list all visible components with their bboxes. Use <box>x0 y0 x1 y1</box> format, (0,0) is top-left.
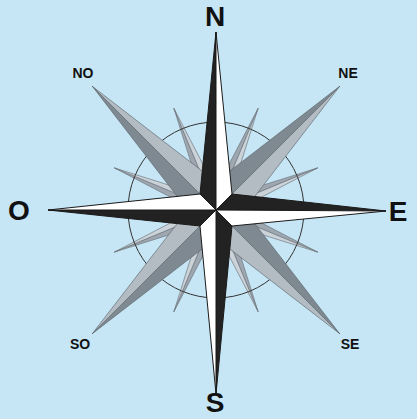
cardinal-label: E <box>389 198 408 226</box>
cardinal-points <box>48 32 386 394</box>
intercardinal-label: NE <box>338 66 357 80</box>
intercardinal-label: NO <box>73 66 94 80</box>
intercardinal-label: SO <box>70 337 90 351</box>
cardinal-label: O <box>8 197 30 225</box>
intercardinal-label: SE <box>341 337 360 351</box>
cardinal-label: S <box>206 389 225 417</box>
cardinal-label: N <box>205 3 225 31</box>
